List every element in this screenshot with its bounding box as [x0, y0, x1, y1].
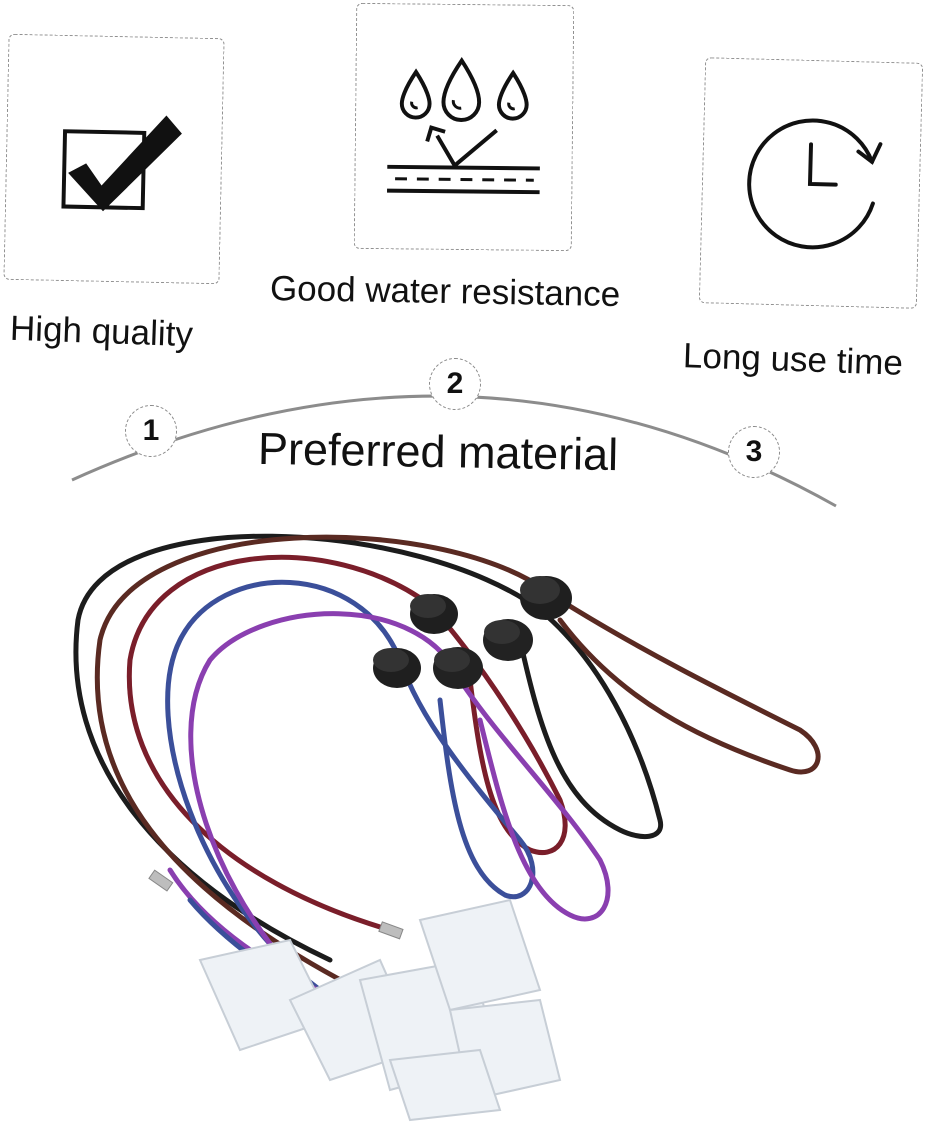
plastic-clips — [198, 898, 562, 1122]
water-drops-icon — [387, 57, 540, 195]
cord-red — [126, 554, 433, 933]
checkbox-check-icon — [61, 115, 182, 212]
step-1-badge: 1 — [125, 405, 177, 457]
step-2-badge: 2 — [429, 358, 481, 410]
cord-purple — [188, 611, 463, 1013]
step-3-badge: 3 — [728, 426, 780, 478]
cord-blue — [165, 579, 403, 993]
section-title: Preferred material — [257, 422, 619, 481]
cord-brown — [94, 534, 548, 988]
feature-card-water-resistance — [353, 2, 575, 252]
feature-card-high-quality — [3, 33, 225, 285]
feature-card-long-use-time — [698, 57, 924, 309]
clock-refresh-icon — [747, 118, 883, 250]
product-image — [73, 533, 821, 1122]
cord-stoppers — [373, 576, 572, 689]
feature-label-water-resistance: Good water resistance — [269, 268, 621, 315]
feature-label-high-quality: High quality — [9, 308, 194, 355]
